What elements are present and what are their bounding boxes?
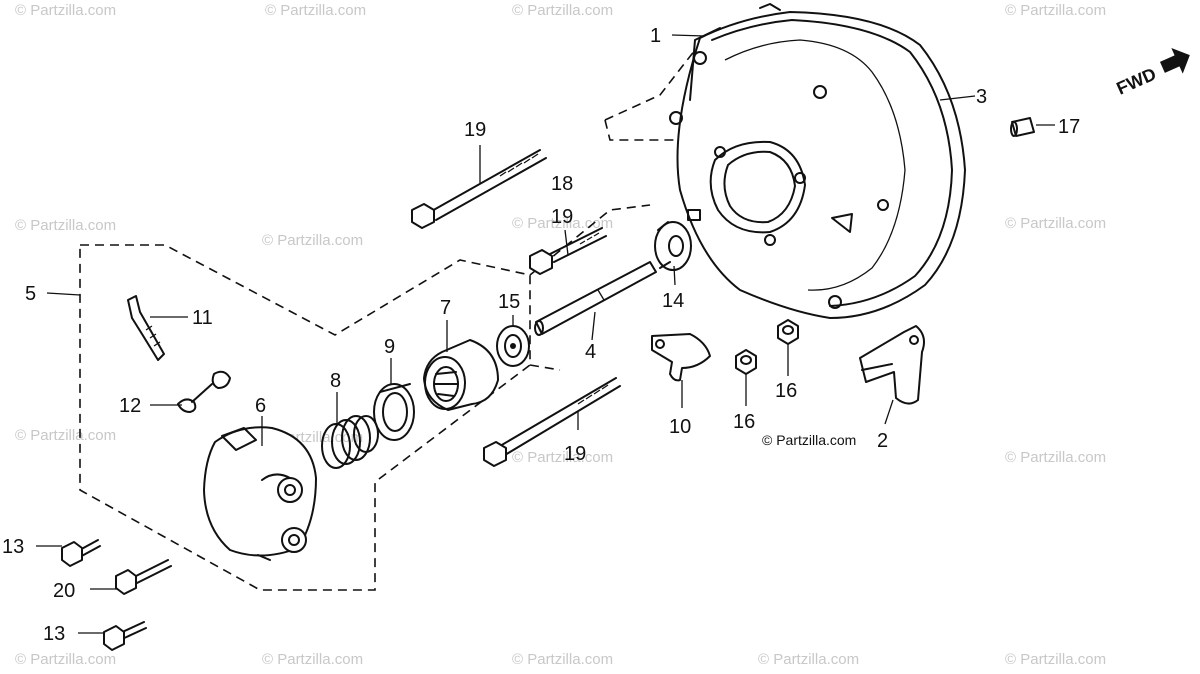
piston-seal xyxy=(373,383,415,441)
callout-19: 19 xyxy=(551,206,573,228)
callout-3: 3 xyxy=(976,86,987,108)
watermark: © Partzilla.com xyxy=(15,2,116,19)
callout-17: 17 xyxy=(1058,116,1080,138)
callout-5: 5 xyxy=(25,283,36,305)
bolt xyxy=(483,377,621,467)
nut xyxy=(735,349,757,375)
callout-6: 6 xyxy=(255,395,266,417)
piston xyxy=(423,339,499,411)
nut xyxy=(777,319,799,345)
watermark: © Partzilla.com xyxy=(512,2,613,19)
watermark: © Partzilla.com xyxy=(265,2,366,19)
watermark: © Partzilla.com xyxy=(15,651,116,668)
callout-15: 15 xyxy=(498,291,520,313)
callout-19: 19 xyxy=(464,119,486,141)
assembly-outline xyxy=(79,49,696,591)
watermark: © Partzilla.com xyxy=(1005,651,1106,668)
fwd-label: FWD xyxy=(1113,64,1159,99)
hose-clamp xyxy=(651,333,711,382)
watermark: © Partzilla.com xyxy=(262,232,363,249)
callout-19: 19 xyxy=(564,443,586,465)
washer xyxy=(654,221,692,271)
bracket xyxy=(859,325,925,405)
watermark: © Partzilla.com xyxy=(262,651,363,668)
callout-11: 11 xyxy=(192,307,213,329)
bolt xyxy=(103,621,147,651)
callout-9: 9 xyxy=(384,336,395,358)
callout-13: 13 xyxy=(43,623,65,645)
leader-lines xyxy=(36,34,1055,634)
watermark: © Partzilla.com xyxy=(15,217,116,234)
bleeder-cap xyxy=(177,370,231,413)
watermark: © Partzilla.com xyxy=(15,427,116,444)
arrow-icon xyxy=(1159,48,1190,74)
watermark: © Partzilla.com xyxy=(758,651,859,668)
bolt xyxy=(115,559,172,595)
callout-16: 16 xyxy=(775,380,797,402)
callout-4: 4 xyxy=(585,341,596,363)
callout-20: 20 xyxy=(53,580,75,602)
bearing xyxy=(496,325,530,367)
forward-arrow: FWD xyxy=(1113,48,1190,99)
watermark: © Partzilla.com xyxy=(512,215,613,232)
watermark: © Partzilla.com xyxy=(1005,449,1106,466)
bleeder-valve xyxy=(127,295,165,361)
callout-10: 10 xyxy=(669,416,691,438)
slave-cylinder-body xyxy=(203,426,317,561)
spring xyxy=(321,415,379,469)
watermark: © Partzilla.com xyxy=(512,449,613,466)
callout-2: 2 xyxy=(877,430,888,452)
watermark: © Partzilla.com xyxy=(1005,2,1106,19)
callout-1: 1 xyxy=(650,25,661,47)
callouts: 1 2 3 4 5 6 7 8 9 10 11 12 13 13 14 15 1… xyxy=(2,25,1080,645)
callout-7: 7 xyxy=(440,297,451,319)
bolt xyxy=(61,539,101,567)
bolt xyxy=(529,227,607,275)
callout-14: 14 xyxy=(662,290,684,312)
dowel-pin xyxy=(1010,117,1035,137)
callout-8: 8 xyxy=(330,370,341,392)
callout-13: 13 xyxy=(2,536,24,558)
callout-18: 18 xyxy=(551,173,573,195)
callout-12: 12 xyxy=(119,395,141,417)
watermark: © Partzilla.com xyxy=(512,651,613,668)
pushrod xyxy=(534,261,657,336)
rear-cover-housing xyxy=(669,3,966,319)
credit-text: © Partzilla.com xyxy=(762,432,856,448)
callout-16: 16 xyxy=(733,411,755,433)
bolt xyxy=(411,149,547,229)
watermark: © Partzilla.com xyxy=(1005,215,1106,232)
